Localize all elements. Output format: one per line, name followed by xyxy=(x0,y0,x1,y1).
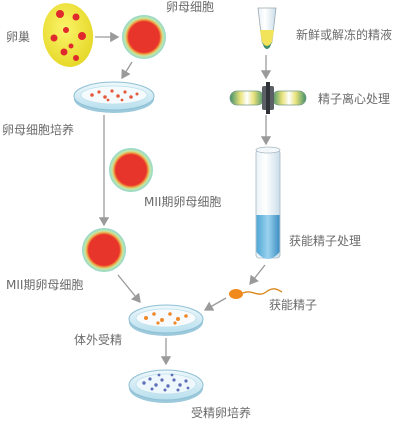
flow-arrows xyxy=(95,31,272,366)
label-mii-upper: MII期卵母细胞 xyxy=(144,195,222,209)
ivf-dish xyxy=(128,304,204,336)
capacitation-tube xyxy=(255,146,281,259)
culture-dish xyxy=(73,81,155,113)
label-mii-lower: MII期卵母细胞 xyxy=(6,278,84,292)
oocyte-cell xyxy=(122,15,166,59)
label-ovary: 卵巢 xyxy=(6,30,31,44)
label-oocyte-culture: 卵母细胞培养 xyxy=(2,123,75,137)
label-ivf: 体外受精 xyxy=(74,333,123,347)
capacitated-sperm-illustration xyxy=(229,288,283,299)
ovary-illustration xyxy=(42,3,94,67)
centrifuge-illustration xyxy=(229,82,307,114)
mii-oocyte-upper xyxy=(109,148,153,192)
fertilized-egg-dish xyxy=(128,369,204,403)
label-fertilized-culture: 受精卵培养 xyxy=(191,406,252,420)
mii-oocyte-lower xyxy=(82,228,126,272)
label-capacitated-sperm: 获能精子 xyxy=(269,298,318,312)
semen-tube xyxy=(257,7,277,49)
label-oocyte: 卵母细胞 xyxy=(166,0,215,14)
label-centrifuge: 精子离心处理 xyxy=(318,92,391,106)
label-fresh-semen: 新鲜或解冻的精液 xyxy=(296,28,393,42)
label-capacitation: 获能精子处理 xyxy=(289,234,362,248)
